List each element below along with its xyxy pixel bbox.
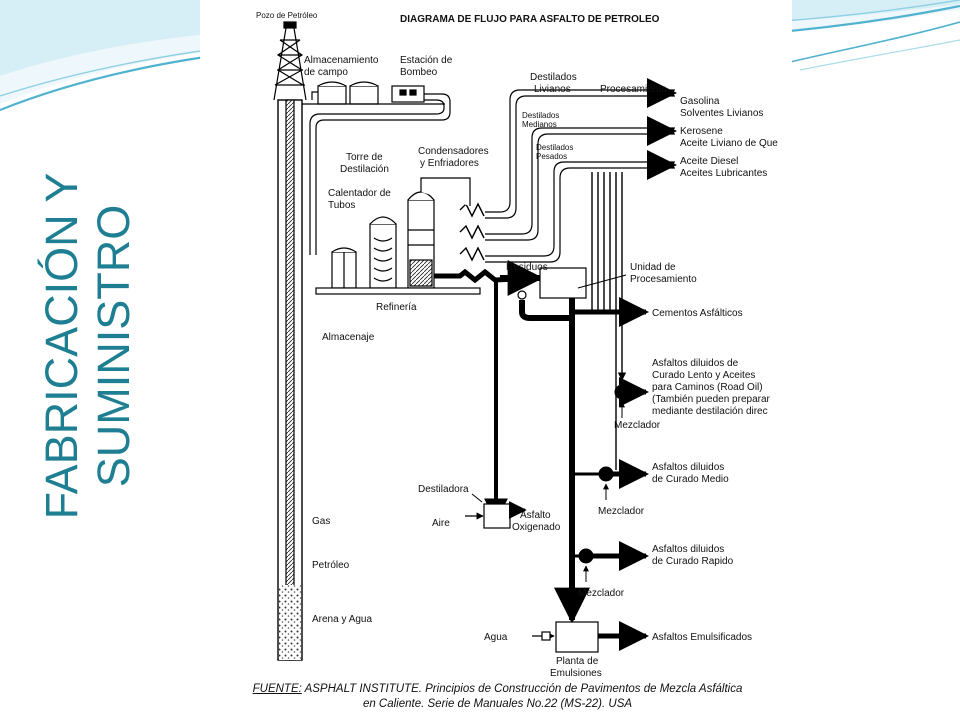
label-pump-station-1: Estación de (400, 55, 453, 66)
label-sand-water: Arena y Agua (312, 614, 372, 625)
refinery-platform (315, 287, 481, 295)
asphalt-flow-diagram: DIAGRAMA DE FLUJO PARA ASFALTO DE PETROL… (256, 11, 778, 679)
label-oxidized-asphalt-2: Oxigenado (512, 522, 561, 533)
main-pipelines (309, 93, 451, 255)
label-light-distillates-1: Destilados (530, 72, 577, 83)
slide-title-line-2: SUMINISTRO (88, 204, 139, 488)
label-storage: Almacenaje (322, 332, 375, 343)
distillation-tower (407, 177, 471, 289)
condensers (459, 202, 485, 262)
label-slow-cure-5: mediante destilación direc (652, 406, 768, 417)
label-air: Aire (432, 518, 450, 529)
tube-heater (369, 216, 397, 289)
label-emulsion-plant-1: Planta de (556, 656, 599, 667)
label-lubricating-oils: Aceites Lubricantes (680, 168, 767, 179)
processing-unit-leader (577, 274, 627, 289)
label-processing: Procesamiento (600, 84, 667, 95)
label-pump-station-2: Bombeo (400, 67, 438, 78)
label-rapid-cure-1: Asfaltos diluidos (652, 544, 724, 555)
label-heater-2: Tubos (328, 200, 355, 211)
label-processing-unit-1: Unidad de (630, 262, 676, 273)
label-light-solvents: Solventes Livianos (680, 108, 763, 119)
source-line-1: ASPHALT INSTITUTE. Principios de Constru… (301, 683, 743, 695)
label-slow-cure-2: Curado Lento y Aceites (652, 370, 755, 381)
label-field-storage-1: Almacenamiento (304, 55, 379, 66)
label-tower-2: Destilación (340, 164, 389, 175)
label-oil-well: Pozo de Petróleo (256, 11, 318, 20)
mixers (572, 384, 630, 582)
label-asphalt-cements: Cementos Asfálticos (652, 308, 743, 319)
label-medium-cure-2: de Curado Medio (652, 474, 729, 485)
diagram-title: DIAGRAMA DE FLUJO PARA ASFALTO DE PETROL… (400, 14, 660, 25)
label-medium-distillates-1: Destilados (522, 111, 559, 120)
label-tower-1: Torre de (346, 152, 383, 163)
source-citation: FUENTE: ASPHALT INSTITUTE. Principios de… (210, 682, 785, 712)
label-processing-unit-2: Procesamiento (630, 274, 697, 285)
label-heavy-distillates-2: Pesados (536, 152, 567, 161)
oil-well (273, 21, 307, 661)
label-still: Destiladora (418, 484, 469, 495)
label-oxidized-asphalt-1: Asfalto (520, 510, 551, 521)
label-light-distillates-2: Livianos (534, 84, 571, 95)
slide-title-line-1: FABRICACIÓN Y (36, 172, 87, 520)
label-heavy-distillates-1: Destilados (536, 143, 573, 152)
vertical-trunks (484, 172, 647, 624)
label-heater-1: Calentador de (328, 188, 391, 199)
refinery-storage-tank (331, 247, 357, 289)
source-line-2: en Caliente. Serie de Manuales No.22 (MS… (362, 698, 633, 710)
label-residues: Residuos (506, 262, 548, 273)
label-mixer-3: Mezclador (578, 588, 625, 599)
flow-diagram-panel: DIAGRAMA DE FLUJO PARA ASFALTO DE PETROL… (200, 0, 792, 720)
label-condensers-1: Condensadores (418, 146, 489, 157)
slide-title: FABRICACIÓN Y SUMINISTRO (36, 136, 140, 556)
field-storage-tanks (302, 81, 445, 105)
label-gasoline: Gasolina (680, 96, 720, 107)
label-kerosene: Kerosene (680, 126, 723, 137)
label-light-burning-oil: Aceite Liviano de Que (680, 138, 778, 149)
label-diesel-oil: Aceite Diesel (680, 156, 738, 167)
label-gas: Gas (312, 516, 330, 527)
label-emulsified-asphalts: Asfaltos Emulsificados (652, 632, 752, 643)
label-slow-cure-3: para Caminos (Road Oil) (652, 382, 763, 393)
label-petroleum: Petróleo (312, 560, 350, 571)
label-condensers-2: y Enfriadores (420, 158, 479, 169)
label-slow-cure-1: Asfaltos diluidos de (652, 358, 739, 369)
label-medium-cure-1: Asfaltos diluidos (652, 462, 724, 473)
source-label: FUENTE: (252, 683, 302, 695)
label-water: Agua (484, 632, 508, 643)
label-mixer-2: Mezclador (598, 506, 645, 517)
oxidation-still (465, 493, 527, 529)
label-rapid-cure-2: de Curado Rapido (652, 556, 734, 567)
label-mixer-1: Mezclador (614, 420, 661, 431)
label-medium-distillates-2: Medianos (522, 120, 557, 129)
label-emulsion-plant-2: Emulsiones (550, 668, 602, 679)
label-slow-cure-4: (También pueden preparar (652, 394, 771, 405)
distillate-pipes (485, 89, 675, 263)
wave-line-4 (799, 39, 960, 71)
processing-unit (539, 267, 587, 299)
emulsion-plant (532, 621, 599, 653)
label-field-storage-2: de campo (304, 67, 348, 78)
wave-line-3 (789, 21, 960, 63)
label-refinery: Refinería (376, 302, 417, 313)
product-arrows (647, 78, 677, 180)
